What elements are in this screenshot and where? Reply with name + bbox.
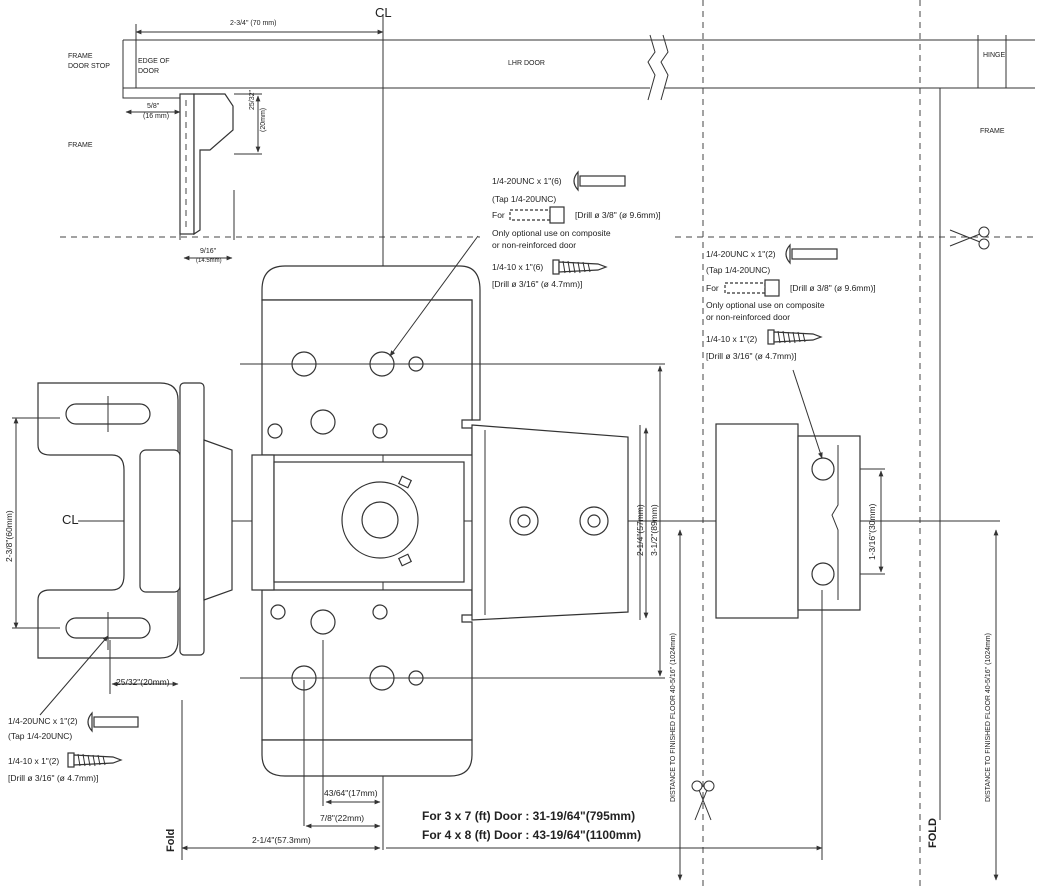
center-screw-1-label: 1/4-20UNC x 1"(6) [492, 176, 562, 186]
dim-25-32-mm-label: (20mm) [260, 107, 267, 132]
hinge-profile-top [125, 93, 262, 261]
centerline-left-symbol: CL [62, 512, 79, 527]
frame-door-stop-label-2: DOOR STOP [68, 63, 110, 70]
left-screw-2-label: 1/4-10 x 1"(2) [8, 756, 60, 766]
edge-of-door-label-1: EDGE OF [138, 58, 170, 65]
dim-5-8-label: 5/8" [147, 103, 160, 110]
center-optional-2-label: or non-reinforced door [492, 240, 577, 250]
center-drill-1-label: [Drill ø 3/8" (ø 9.6mm)] [575, 210, 661, 220]
screw-icon [87, 711, 139, 733]
right-screw-1-label: 1/4-20UNC x 1"(2) [706, 249, 776, 259]
dim-9-16-mm-label: (14.5mm) [196, 258, 222, 264]
anchor-icon [509, 206, 565, 224]
door-outline [122, 34, 1035, 820]
leader-center [389, 235, 479, 357]
frame-plate-left [12, 382, 233, 694]
leader-right [792, 369, 823, 459]
right-tap-label: (Tap 1/4-20UNC) [706, 265, 771, 275]
center-optional-1-label: Only optional use on composite [492, 228, 611, 238]
fold-label-right: FOLD [927, 818, 939, 848]
center-for-label: For [492, 210, 505, 220]
floor-distance-center-label: DISTANCE TO FINISHED FLOOR 40-5/16" (102… [670, 633, 677, 802]
centerline-symbol: CL [375, 5, 392, 20]
screw-icon [785, 243, 838, 265]
bottom-dimensions [181, 529, 999, 881]
dim-9-16-label: 9/16" [200, 248, 217, 255]
dim-2-1-4-horizontal-label: 2-1/4"(57.3mm) [252, 835, 311, 845]
dim-3-1-2-vertical-label: 3-1/2"(89mm) [649, 504, 659, 556]
dim-1-3-16-label: 1-3/16"(30mm) [867, 503, 877, 560]
dim-7-8-label: 7/8"(22mm) [320, 813, 365, 823]
right-drill-1-label: [Drill ø 3/8" (ø 9.6mm)] [790, 283, 876, 293]
left-screw-1-label: 1/4-20UNC x 1"(2) [8, 716, 78, 726]
hinge-label: HINGE [983, 52, 1006, 59]
frame-label-left: FRAME [68, 142, 93, 149]
scissors-icon [691, 780, 715, 821]
left-drill-2-label: [Drill ø 3/16" (ø 4.7mm)] [8, 773, 99, 783]
scissors-icon [949, 226, 990, 250]
screw-icon [573, 170, 626, 192]
main-hinge-plate [240, 265, 665, 777]
dim-43-64-label: 43/64"(17mm) [324, 788, 378, 798]
door-label: LHR DOOR [508, 60, 545, 67]
dim-5-8-mm-label: (16 mm) [143, 113, 170, 120]
anchor-icon [724, 279, 780, 297]
right-for-label: For [706, 283, 719, 293]
right-optional-2-label: or non-reinforced door [706, 312, 791, 322]
fold-label-left: Fold [165, 828, 177, 852]
floor-distance-right-label: DISTANCE TO FINISHED FLOOR 40-5/16" (102… [985, 633, 992, 802]
door-4x8-label: For 4 x 8 (ft) Door : 43-19/64"(1100mm) [422, 828, 642, 842]
left-tap-label: (Tap 1/4-20UNC) [8, 731, 73, 741]
leader-left [39, 635, 109, 716]
center-drill-2-label: [Drill ø 3/16" (ø 4.7mm)] [492, 279, 583, 289]
wood-screw-icon [67, 752, 123, 768]
frame-door-stop-label-1: FRAME [68, 53, 93, 60]
dim-2-3-8-label: 2-3/8"(60mm) [4, 510, 14, 562]
wood-screw-icon [767, 329, 823, 345]
top-dimension-label: 2-3/4" (70 mm) [230, 20, 277, 27]
right-optional-1-label: Only optional use on composite [706, 300, 825, 310]
center-tap-label: (Tap 1/4-20UNC) [492, 194, 557, 204]
door-3x7-label: For 3 x 7 (ft) Door : 31-19/64"(795mm) [422, 809, 636, 823]
right-drill-2-label: [Drill ø 3/16" (ø 4.7mm)] [706, 351, 797, 361]
door-plate-right [715, 423, 885, 619]
frame-label-right: FRAME [980, 128, 1005, 135]
right-screw-2-label: 1/4-10 x 1"(2) [706, 334, 758, 344]
wood-screw-icon [552, 259, 608, 275]
center-screw-2-label: 1/4-10 x 1"(6) [492, 262, 544, 272]
dim-25-32-label: 25/32" [249, 89, 256, 110]
dim-2-1-4-vertical-label: 2-1/4"(57mm) [635, 504, 645, 556]
dim-25-32-bottom-label: 25/32"(20mm) [116, 677, 170, 687]
edge-of-door-label-2: DOOR [138, 68, 159, 75]
